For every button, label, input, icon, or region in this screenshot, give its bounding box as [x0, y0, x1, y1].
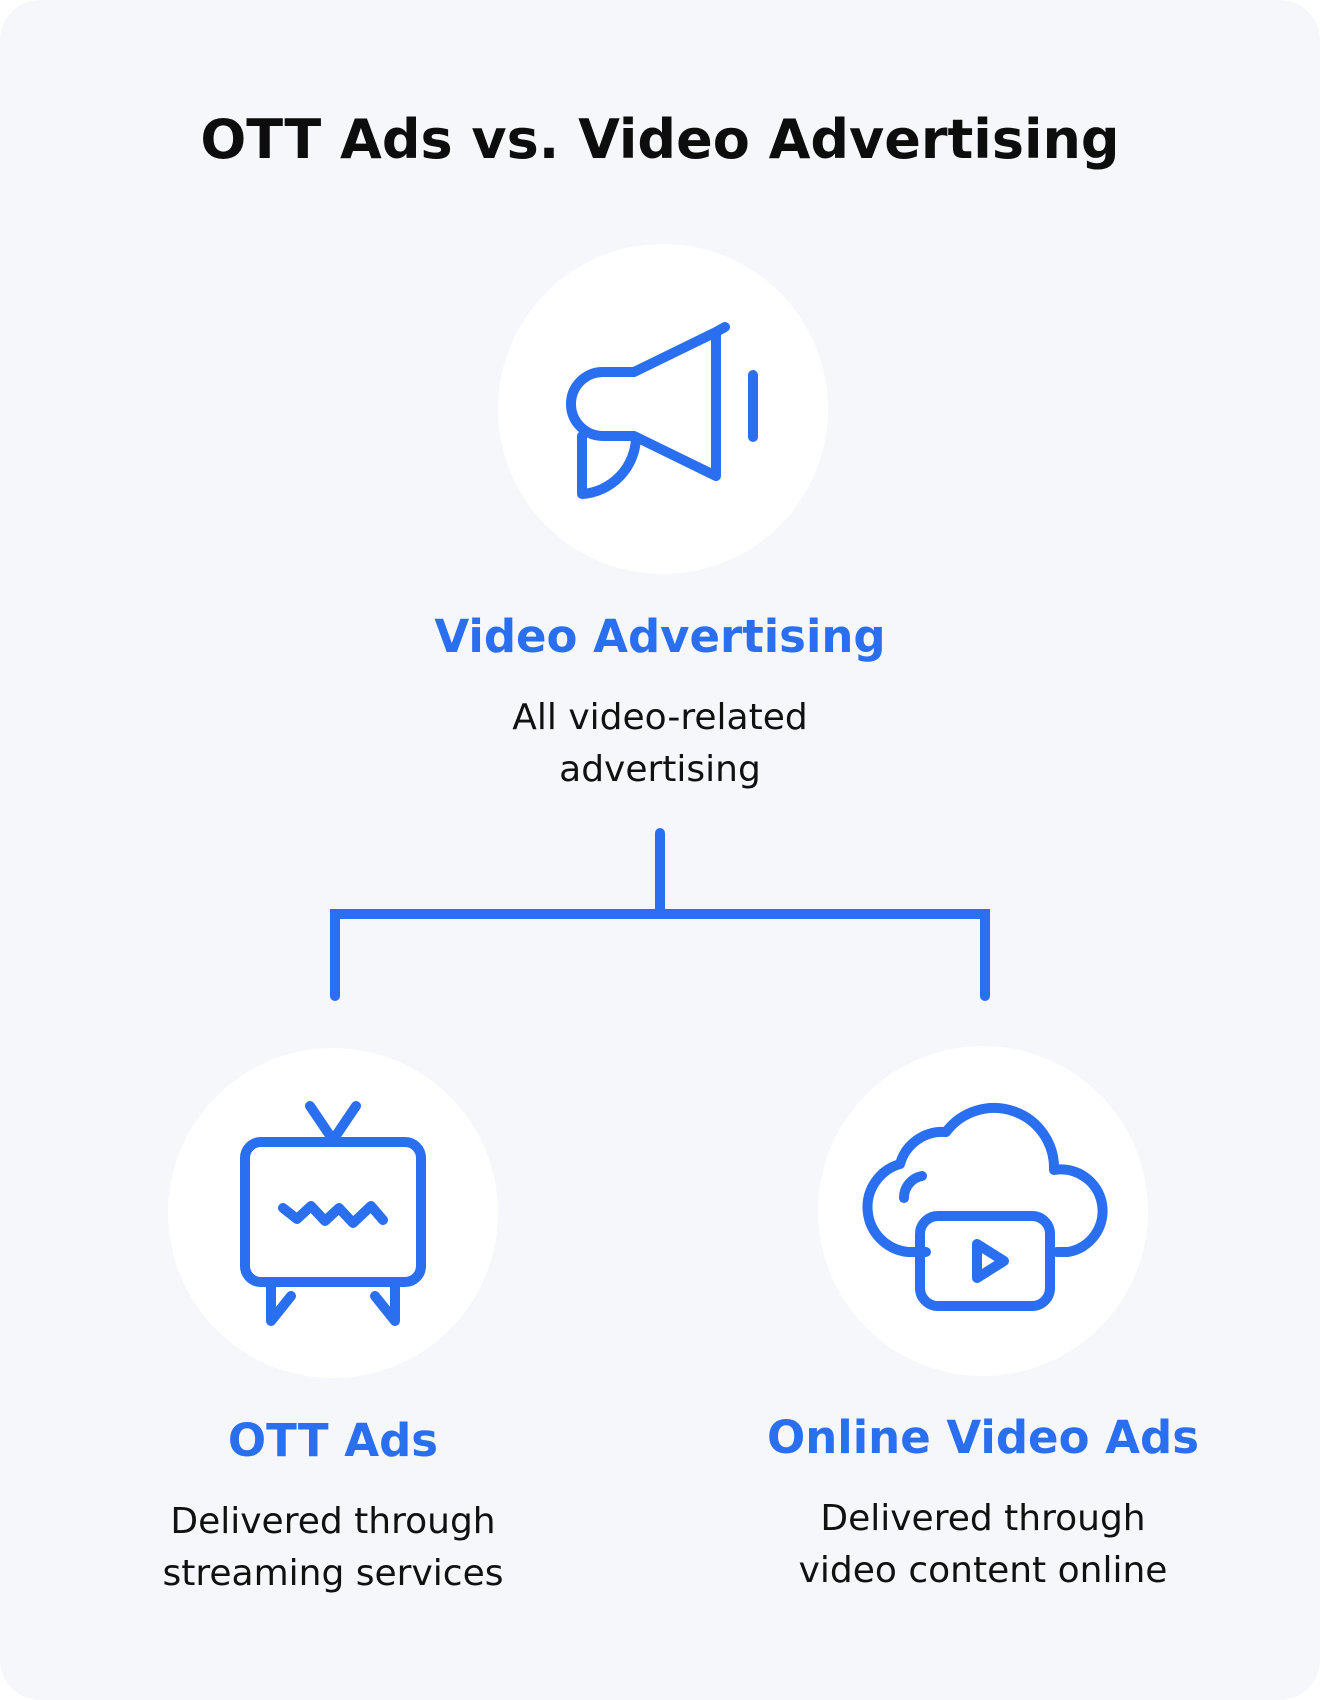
- left-icon-circle: [168, 1048, 498, 1378]
- left-node-label: OTT Ads: [227, 1414, 439, 1467]
- cloud-video-icon: [862, 1102, 1108, 1311]
- left-node-description: Delivered through streaming services: [162, 1501, 504, 1594]
- megaphone-icon: [566, 322, 758, 499]
- page-title: OTT Ads vs. Video Advertising: [200, 108, 1120, 171]
- root-node-description: All video-related advertising: [512, 697, 808, 790]
- right-icon-circle: [818, 1046, 1148, 1376]
- root-icon-circle: [498, 244, 828, 574]
- tv-icon: [240, 1101, 426, 1326]
- root-node-label: Video Advertising: [434, 610, 886, 663]
- right-node-description: Delivered through video content online: [798, 1498, 1168, 1591]
- right-node-label: Online Video Ads: [767, 1411, 1199, 1464]
